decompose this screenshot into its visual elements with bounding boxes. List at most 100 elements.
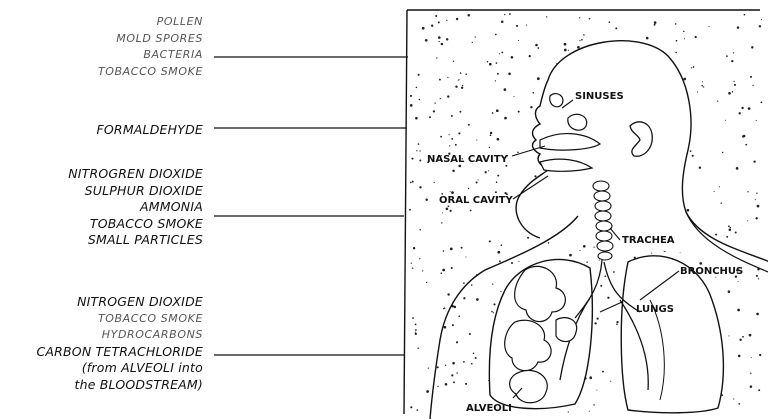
stipple-dot bbox=[416, 87, 418, 89]
stipple-dot bbox=[654, 24, 656, 26]
stipple-dot bbox=[753, 160, 755, 162]
stipple-dot bbox=[417, 409, 419, 411]
stipple-dot bbox=[733, 398, 734, 399]
stipple-dot bbox=[446, 20, 447, 21]
stipple-dot bbox=[419, 99, 420, 100]
stipple-dot bbox=[493, 312, 494, 313]
stipple-dot bbox=[537, 47, 539, 49]
stipple-dot bbox=[579, 250, 580, 251]
stipple-dot bbox=[593, 247, 594, 248]
stipple-dot bbox=[468, 14, 471, 17]
stipple-dot bbox=[475, 357, 477, 359]
stipple-dot bbox=[609, 21, 611, 23]
stipple-dot bbox=[739, 112, 741, 114]
stipple-dot bbox=[738, 281, 739, 282]
stipple-dot bbox=[455, 144, 457, 146]
stipple-dot bbox=[473, 353, 475, 355]
stipple-dot bbox=[599, 259, 600, 260]
stipple-dot bbox=[415, 329, 417, 331]
stipple-dot bbox=[470, 210, 472, 212]
stipple-dot bbox=[719, 186, 720, 187]
stipple-dot bbox=[451, 267, 453, 269]
stipple-dot bbox=[734, 84, 736, 86]
stipple-dot bbox=[492, 283, 493, 284]
stipple-dot bbox=[717, 100, 718, 101]
stipple-dot bbox=[447, 293, 449, 295]
stipple-dot bbox=[496, 181, 498, 183]
stipple-dot bbox=[463, 297, 465, 299]
stipple-dot bbox=[434, 182, 435, 183]
stipple-dot bbox=[693, 66, 695, 68]
stipple-dot bbox=[709, 26, 710, 27]
stipple-dot bbox=[469, 333, 471, 335]
stipple-dot bbox=[451, 115, 453, 117]
stipple-dot bbox=[511, 56, 514, 59]
stipple-dot bbox=[742, 135, 744, 137]
stipple-dot bbox=[733, 52, 734, 53]
stipple-dot bbox=[699, 166, 701, 168]
stipple-dot bbox=[441, 43, 444, 46]
label-alveoli: ALVEOLI bbox=[466, 403, 512, 414]
stipple-dot bbox=[500, 291, 501, 292]
stipple-dot bbox=[495, 80, 496, 81]
stipple-dot bbox=[438, 36, 441, 39]
stipple-dot bbox=[745, 144, 747, 146]
stipple-dot bbox=[409, 209, 411, 211]
stipple-dot bbox=[452, 324, 454, 326]
stipple-dot bbox=[489, 63, 492, 66]
stipple-dot bbox=[449, 145, 450, 146]
stipple-dot bbox=[440, 98, 441, 99]
stipple-dot bbox=[456, 18, 458, 20]
stipple-dot bbox=[476, 182, 478, 184]
stipple-dot bbox=[511, 262, 513, 264]
stipple-dot bbox=[546, 16, 547, 17]
stipple-dot bbox=[739, 339, 741, 341]
stipple-dot bbox=[412, 181, 414, 183]
stipple-dot bbox=[440, 272, 442, 274]
stipple-dot bbox=[460, 72, 462, 74]
stipple-dot bbox=[616, 321, 618, 323]
stipple-dot bbox=[726, 55, 728, 57]
stipple-dot bbox=[476, 298, 479, 301]
stipple-dot bbox=[419, 229, 421, 231]
stipple-dot bbox=[472, 42, 473, 43]
stipple-dot bbox=[449, 134, 450, 135]
stipple-dot bbox=[758, 389, 760, 391]
stipple-dot bbox=[425, 39, 428, 42]
stipple-dot bbox=[684, 38, 685, 39]
stipple-dot bbox=[437, 366, 439, 368]
stipple-dot bbox=[497, 175, 499, 177]
stipple-dot bbox=[579, 17, 580, 18]
stipple-dot bbox=[418, 143, 420, 145]
stipple-dot bbox=[703, 86, 704, 87]
stipple-dot bbox=[750, 385, 753, 388]
stipple-dot bbox=[750, 372, 751, 373]
stipple-dot bbox=[445, 365, 446, 366]
stipple-dot bbox=[675, 52, 677, 54]
stipple-dot bbox=[416, 150, 417, 151]
stipple-dot bbox=[450, 210, 452, 212]
stipple-dot bbox=[604, 275, 606, 277]
stipple-dot bbox=[438, 21, 440, 23]
stipple-dot bbox=[518, 261, 519, 262]
stipple-dot bbox=[738, 403, 740, 405]
stipple-dot bbox=[583, 34, 585, 36]
stipple-dot bbox=[446, 207, 449, 210]
stipple-dot bbox=[729, 228, 732, 231]
stipple-dot bbox=[725, 120, 726, 121]
stipple-dot bbox=[610, 381, 611, 382]
stipple-dot bbox=[701, 85, 703, 87]
stipple-dot bbox=[440, 136, 442, 138]
stipple-dot bbox=[613, 271, 615, 273]
stipple-dot bbox=[517, 152, 519, 154]
stipple-dot bbox=[692, 155, 694, 157]
stipple-dot bbox=[568, 50, 569, 51]
stipple-dot bbox=[654, 21, 657, 24]
stipple-dot bbox=[537, 77, 540, 80]
stipple-dot bbox=[458, 79, 459, 80]
stipple-dot bbox=[759, 25, 761, 27]
stipple-dot bbox=[439, 79, 441, 81]
stipple-dot bbox=[722, 152, 723, 153]
stipple-dot bbox=[445, 383, 448, 386]
stipple-dot bbox=[471, 363, 473, 365]
